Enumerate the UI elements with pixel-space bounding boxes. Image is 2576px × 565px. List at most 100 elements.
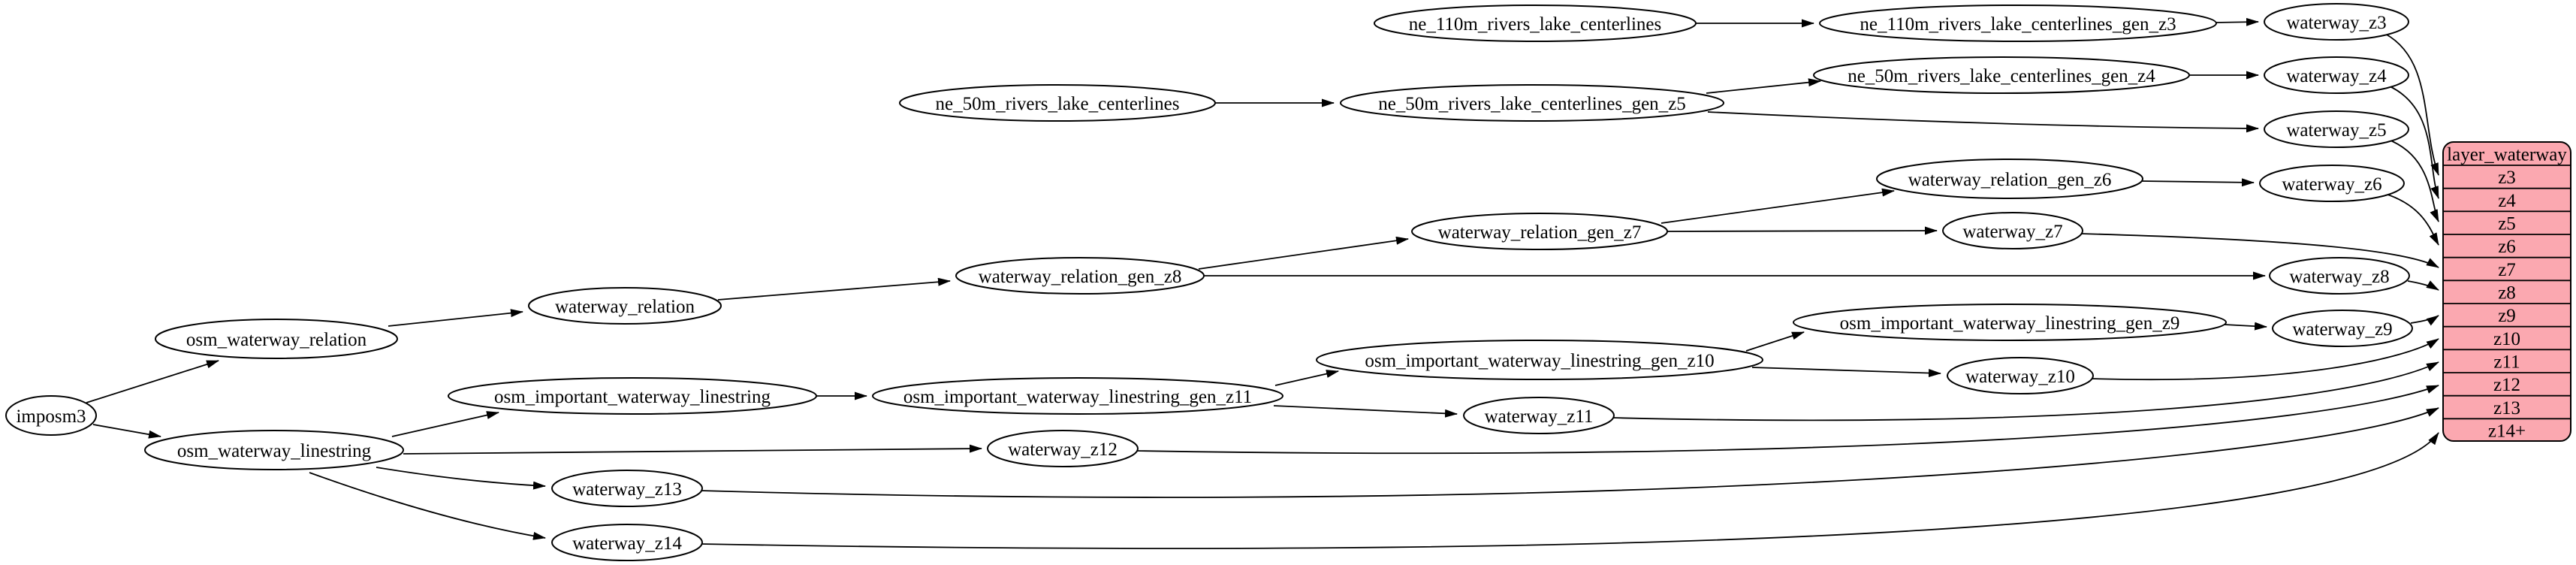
waterway_z5-ellipse (2264, 110, 2409, 148)
waterway_relation-label: waterway_relation (555, 297, 695, 317)
imposm3-ellipse (5, 395, 97, 436)
node-ne_50m_rivers_lake_centerlines: ne_50m_rivers_lake_centerlines (899, 84, 1216, 122)
layer_waterway-title: layer_waterway (2447, 144, 2567, 165)
edge-gen_z9-waterway_z9 (2224, 322, 2267, 331)
node-waterway_z8: waterway_z8 (2269, 257, 2410, 295)
node-waterway_relation_gen_z8: waterway_relation_gen_z8 (955, 257, 1205, 295)
edge-osm_waterway_relation-waterway_relation (388, 309, 523, 327)
waterway_z11-label: waterway_z11 (1485, 406, 1594, 427)
waterway_relation_gen_z6-label: waterway_relation_gen_z6 (1908, 170, 2112, 190)
node-waterway_relation: waterway_relation (528, 287, 722, 325)
osm_important_waterway_linestring-ellipse (448, 377, 817, 415)
osm_waterway_relation-label: osm_waterway_relation (186, 330, 367, 350)
waterway_z13-label: waterway_z13 (572, 479, 682, 500)
osm_waterway_relation-ellipse (155, 319, 398, 359)
waterway_z6-ellipse (2259, 165, 2405, 202)
waterway_z8-label: waterway_z8 (2289, 267, 2389, 287)
waterway_relation_gen_z7-label: waterway_relation_gen_z7 (1438, 222, 1642, 243)
layer_waterway-row-z6: z6 (2498, 237, 2516, 257)
waterway_z8-ellipse (2269, 257, 2410, 295)
edge-waterway_z7-layer-z7 (2080, 233, 2439, 268)
node-ne_110m_rivers_lake_centerlines_gen_z3: ne_110m_rivers_lake_centerlines_gen_z3 (1819, 5, 2217, 42)
node-waterway_z9: waterway_z9 (2272, 310, 2413, 347)
osm_important_waterway_linestring_gen_z10-ellipse (1316, 340, 1763, 380)
osm_waterway_linestring-ellipse (144, 430, 404, 470)
waterway_relation_gen_z7-ellipse (1411, 213, 1668, 250)
layer_waterway-row-z8: z8 (2498, 282, 2516, 303)
ne_50m_rivers_lake_centerlines_gen_z4-label: ne_50m_rivers_lake_centerlines_gen_z4 (1848, 66, 2155, 86)
edge-gen_z10-waterway_z10 (1751, 367, 1941, 377)
waterway_relation_gen_z8-label: waterway_relation_gen_z8 (979, 267, 1182, 287)
edge-waterway_z13-layer-z13 (700, 407, 2439, 498)
edge-waterway_z4-layer-z4 (2387, 85, 2439, 199)
waterway_z14-label: waterway_z14 (572, 533, 682, 554)
osm_waterway_linestring-label: osm_waterway_linestring (177, 441, 372, 461)
waterway_z11-ellipse (1463, 397, 1615, 434)
osm_important_waterway_linestring-label: osm_important_waterway_linestring (494, 387, 771, 407)
edge-waterway_z3-layer-z3 (2384, 33, 2439, 176)
node-waterway_z11: waterway_z11 (1463, 397, 1615, 434)
node-osm_important_waterway_linestring_gen_z11: osm_important_waterway_linestring_gen_z1… (872, 377, 1283, 415)
ne_50m_rivers_lake_centerlines_gen_z4-ellipse (1813, 56, 2190, 94)
node-ne_110m_rivers_lake_centerlines: ne_110m_rivers_lake_centerlines (1374, 5, 1697, 42)
edge-waterway_z9-layer-z9 (2410, 315, 2439, 326)
node-ne_50m_rivers_lake_centerlines_gen_z4: ne_50m_rivers_lake_centerlines_gen_z4 (1813, 56, 2190, 94)
waterway_z10-label: waterway_z10 (1965, 367, 2075, 387)
layer_waterway-row-z14plus: z14+ (2488, 421, 2526, 441)
ne_50m_rivers_lake_centerlines_gen_z5-ellipse (1340, 84, 1724, 122)
nodes: imposm3 osm_waterway_relation osm_waterw… (5, 3, 2413, 561)
layer_waterway-row-z5: z5 (2498, 213, 2516, 234)
waterway_z4-ellipse (2264, 56, 2409, 94)
edge-imposm3-osm_waterway_relation (86, 360, 219, 403)
layer_waterway-row-z9: z9 (2498, 306, 2516, 326)
node-osm_important_waterway_linestring: osm_important_waterway_linestring (448, 377, 817, 415)
node-waterway_relation_gen_z7: waterway_relation_gen_z7 (1411, 213, 1668, 250)
waterway_z6-label: waterway_z6 (2282, 174, 2381, 195)
edge-waterway_z8-layer-z8 (2407, 280, 2439, 291)
layer_waterway-row-z11: z11 (2493, 352, 2520, 372)
waterway_z3-label: waterway_z3 (2286, 13, 2386, 33)
waterway_z13-ellipse (551, 470, 703, 507)
osm_important_waterway_linestring_gen_z9-ellipse (1793, 304, 2227, 341)
waterway_z9-label: waterway_z9 (2292, 319, 2392, 340)
edge-waterway_z14-layer-z14 (700, 432, 2439, 549)
layer_waterway-row-z10: z10 (2493, 329, 2520, 349)
ne_110m_rivers_lake_centerlines_gen_z3-label: ne_110m_rivers_lake_centerlines_gen_z3 (1860, 14, 2176, 35)
ne_50m_rivers_lake_centerlines_gen_z5-label: ne_50m_rivers_lake_centerlines_gen_z5 (1378, 94, 1686, 114)
layer_waterway-row-z13: z13 (2493, 398, 2520, 418)
edge-osm_waterway_linestring-waterway_z13 (376, 467, 546, 490)
node-waterway_z7: waterway_z7 (1942, 212, 2083, 249)
osm_important_waterway_linestring_gen_z11-label: osm_important_waterway_linestring_gen_z1… (903, 387, 1252, 407)
node-osm_waterway_relation: osm_waterway_relation (155, 319, 398, 359)
node-waterway_relation_gen_z6: waterway_relation_gen_z6 (1876, 159, 2143, 199)
node-ne_50m_rivers_lake_centerlines_gen_z5: ne_50m_rivers_lake_centerlines_gen_z5 (1340, 84, 1724, 122)
ne_110m_rivers_lake_centerlines_gen_z3-ellipse (1819, 5, 2217, 42)
layer_waterway-row-z3: z3 (2498, 168, 2516, 188)
node-osm_waterway_linestring: osm_waterway_linestring (144, 430, 404, 470)
edge-waterway_relation_gen_z8-waterway_relation_gen_z7 (1198, 236, 1409, 270)
node-waterway_z3: waterway_z3 (2264, 3, 2409, 41)
edge-imposm3-osm_waterway_linestring (92, 424, 161, 439)
waterway_z4-label: waterway_z4 (2286, 66, 2387, 86)
layer_waterway-row-z12: z12 (2493, 375, 2520, 395)
ne_50m_rivers_lake_centerlines-label: ne_50m_rivers_lake_centerlines (936, 94, 1180, 114)
node-waterway_z5: waterway_z5 (2264, 110, 2409, 148)
edge-waterway_z6-layer-z6 (2380, 192, 2439, 246)
edge-waterway_relation_gen_z6-waterway_z6 (2140, 178, 2255, 187)
waterway_z7-label: waterway_z7 (1962, 222, 2062, 242)
layer_waterway-box (2442, 141, 2571, 442)
node-waterway_z6: waterway_z6 (2259, 165, 2405, 202)
osm_important_waterway_linestring_gen_z11-ellipse (872, 377, 1283, 415)
imposm3-label: imposm3 (16, 406, 86, 427)
ne_110m_rivers_lake_centerlines-ellipse (1374, 5, 1697, 42)
edge-waterway_z5-layer-z5 (2386, 138, 2439, 222)
node-waterway_z12: waterway_z12 (987, 430, 1139, 467)
ne_110m_rivers_lake_centerlines-label: ne_110m_rivers_lake_centerlines (1409, 14, 1661, 35)
node-waterway_z14: waterway_z14 (551, 524, 703, 561)
edge-ne_50m_gen_z5-waterway_z5 (1707, 111, 2259, 133)
waterway_z14-ellipse (551, 524, 703, 561)
edge-ne_110m_gen_z3-waterway_z3 (2216, 17, 2259, 26)
waterway_z12-label: waterway_z12 (1008, 440, 1118, 460)
edge-waterway_relation_gen_z7-waterway_relation_gen_z6 (1661, 188, 1895, 224)
